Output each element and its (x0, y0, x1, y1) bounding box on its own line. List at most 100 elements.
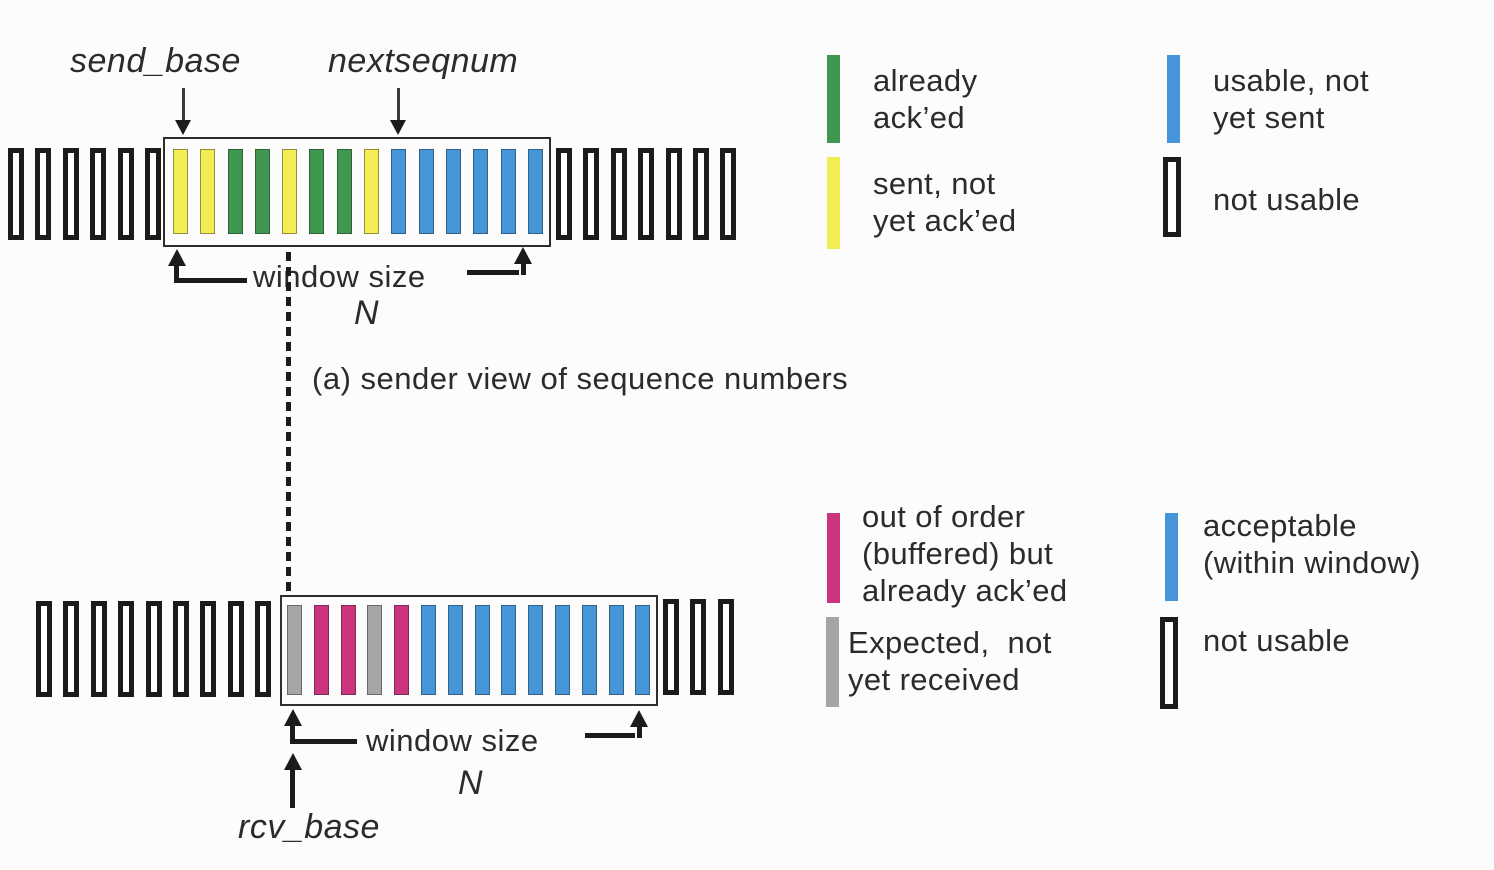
legend-label-acceptable: acceptable (within window) (1203, 507, 1421, 581)
legend-line: yet sent (1213, 100, 1325, 135)
seq-slot-yellow (282, 149, 298, 234)
seq-slot-not-usable (145, 601, 162, 697)
seq-slot-not-usable (118, 601, 135, 697)
receiver-left-not-usable-strip (36, 601, 272, 697)
legend-line: already ack’ed (862, 573, 1068, 608)
rcv-base-label: rcv_base (238, 808, 380, 846)
legend-line: Expected, not (848, 625, 1052, 660)
sender-view-caption: (a) sender view of sequence numbers (312, 361, 849, 396)
legend-line: yet ack’ed (873, 203, 1017, 238)
seq-slot-not-usable (610, 148, 627, 240)
sender-window-n-label: N (354, 294, 380, 332)
legend-swatch-expected-not-received (826, 617, 839, 707)
legend-line: acceptable (1203, 508, 1357, 543)
seq-slot-not-usable (90, 148, 107, 240)
receiver-window-size-left-elbow-vertical (290, 724, 295, 744)
legend-swatch-not-usable-receiver (1160, 617, 1178, 709)
legend-label-usable-not-sent: usable, not yet sent (1213, 62, 1369, 136)
rcv-base-arrow-shaft (290, 768, 295, 808)
legend-line: yet received (848, 662, 1020, 697)
seq-slot-yellow (173, 149, 188, 234)
seq-slot-not-usable (90, 601, 107, 697)
seq-slot-blue (501, 605, 517, 695)
seq-slot-blue (418, 149, 434, 234)
seq-slot-blue (445, 149, 461, 234)
sender-left-not-usable-strip (8, 148, 161, 240)
seq-slot-not-usable (665, 148, 682, 240)
send-base-label: send_base (70, 42, 241, 80)
seq-slot-not-usable (62, 148, 79, 240)
seq-slot-blue (473, 149, 489, 234)
nextseqnum-arrow-head (390, 120, 406, 135)
sender-right-not-usable-strip (556, 148, 737, 240)
legend-swatch-acceptable (1165, 513, 1178, 601)
seq-slot-blue (474, 605, 490, 695)
receiver-right-not-usable-strip (663, 599, 734, 695)
legend-swatch-not-usable-sender (1163, 157, 1181, 237)
legend-line: usable, not (1213, 63, 1370, 98)
sender-window-box (163, 137, 551, 247)
seq-slot-not-usable (227, 601, 244, 697)
seq-slot-not-usable (63, 601, 80, 697)
legend-label-not-usable-receiver: not usable (1203, 622, 1350, 659)
seq-slot-not-usable (583, 148, 600, 240)
sender-window-size-label: window size (253, 259, 426, 294)
legend-line: not usable (1213, 182, 1361, 217)
seq-slot-blue (500, 149, 516, 234)
sender-window-size-right-arrow (514, 247, 532, 264)
seq-slot-green (309, 149, 325, 234)
seq-slot-not-usable (556, 148, 572, 240)
legend-swatch-out-of-order (827, 513, 840, 603)
sender-window-strip (173, 149, 543, 234)
sender-window-size-left-arrow (168, 249, 186, 266)
seq-slot-gray (367, 605, 383, 695)
receiver-window-box (280, 595, 658, 706)
seq-slot-not-usable (663, 599, 679, 695)
seq-slot-not-usable (692, 148, 709, 240)
receiver-window-size-right-elbow-vertical (637, 724, 642, 738)
legend-line: out of order (862, 499, 1026, 534)
nextseqnum-label: nextseqnum (328, 42, 519, 80)
legend-label-sent-not-acked: sent, not yet ack’ed (873, 165, 1017, 239)
seq-slot-pink (394, 605, 410, 695)
receiver-window-size-left-elbow-horizontal (290, 739, 357, 744)
seq-slot-green (254, 149, 270, 234)
sender-window-size-left-elbow-horizontal (174, 278, 247, 283)
legend-label-out-of-order: out of order (buffered) but already ack’… (862, 498, 1068, 609)
seq-slot-blue (635, 605, 651, 695)
seq-slot-blue (527, 149, 543, 234)
legend-line: (buffered) but (862, 536, 1054, 571)
send-base-arrow-shaft (182, 88, 185, 122)
receiver-window-n-label: N (458, 764, 484, 802)
legend-line: not usable (1203, 623, 1351, 658)
seq-slot-green (336, 149, 352, 234)
legend-swatch-sent-not-acked (827, 157, 840, 249)
seq-slot-green (227, 149, 243, 234)
sender-receiver-alignment-dashed-line (286, 252, 291, 596)
seq-slot-blue (528, 605, 544, 695)
rcv-base-arrow-head (284, 753, 302, 770)
receiver-window-size-right-arrow (630, 710, 648, 727)
seq-slot-pink (313, 605, 329, 695)
receiver-window-size-left-arrow (284, 709, 302, 726)
sender-window-size-right-elbow-horizontal (467, 270, 519, 275)
receiver-window-size-right-elbow-horizontal (585, 733, 635, 738)
legend-line: sent, not (873, 166, 996, 201)
legend-swatch-already-acked (827, 55, 840, 143)
seq-slot-not-usable (200, 601, 217, 697)
receiver-window-strip (287, 605, 651, 695)
seq-slot-blue (447, 605, 463, 695)
seq-slot-blue (608, 605, 624, 695)
seq-slot-yellow (364, 149, 380, 234)
seq-slot-not-usable (690, 599, 707, 695)
seq-slot-blue (554, 605, 570, 695)
legend-label-expected-not-received: Expected, not yet received (848, 624, 1052, 698)
seq-slot-not-usable (172, 601, 189, 697)
seq-slot-not-usable (720, 148, 737, 240)
seq-slot-not-usable (36, 601, 52, 697)
seq-slot-not-usable (8, 148, 24, 240)
legend-line: already (873, 63, 978, 98)
seq-slot-not-usable (144, 148, 161, 240)
seq-slot-blue (391, 149, 407, 234)
